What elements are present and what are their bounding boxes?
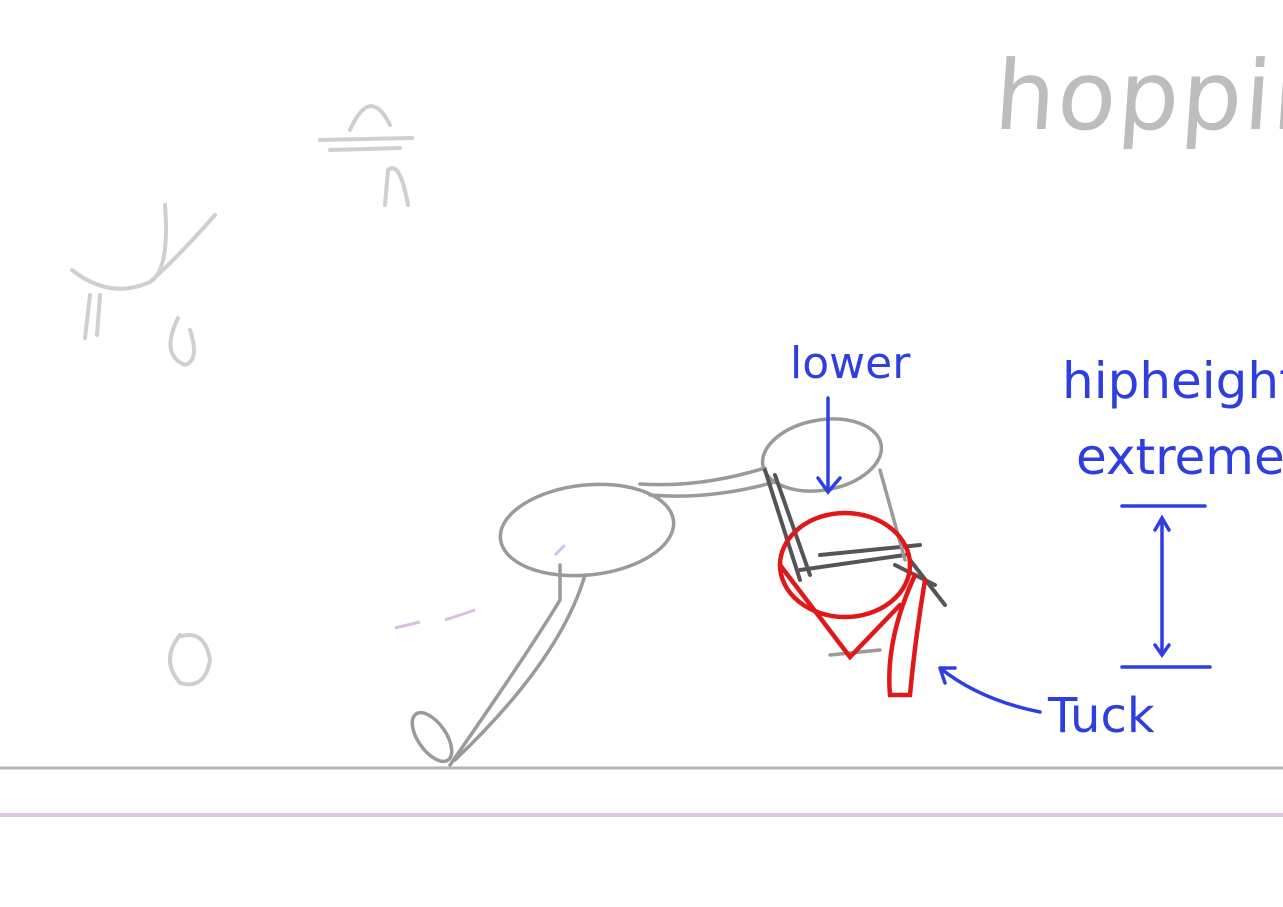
tuck-arrow (938, 666, 1042, 714)
tuck-tail (887, 572, 928, 698)
thumbnail-sketch-left (70, 203, 217, 368)
annotation-hip-height: hipheight (1062, 352, 1283, 410)
thumbnail-sketches (70, 104, 414, 687)
body-ellipse (498, 482, 676, 578)
foot-ellipse (410, 710, 454, 764)
hip-range-arrow (1153, 514, 1171, 659)
lower-arrow (816, 396, 842, 495)
leg-line (448, 563, 587, 767)
sketch-title: hopping (991, 40, 1283, 152)
tuck-cone (777, 562, 903, 661)
tuck-highlight (777, 510, 928, 698)
annotation-lower: lower (790, 338, 911, 389)
annotation-tuck: Tuck (1048, 688, 1155, 744)
thumbnail-sketch-right (318, 104, 414, 207)
faint-circle (168, 633, 213, 687)
annotation-extremes: extremes (1076, 428, 1283, 486)
pencil-figure (410, 417, 947, 767)
blue-annotations (816, 396, 1212, 714)
faint-purple-marks (394, 543, 567, 630)
head-front-lines (763, 468, 947, 607)
neck-line (638, 466, 777, 498)
